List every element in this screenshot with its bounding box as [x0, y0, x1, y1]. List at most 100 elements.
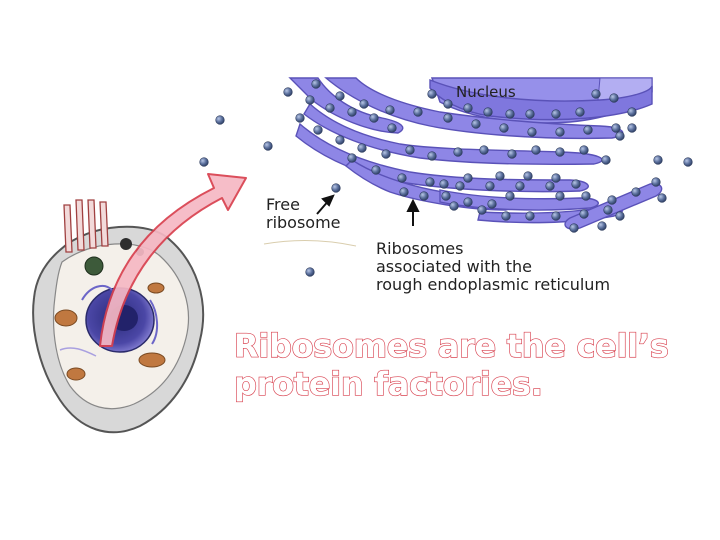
ribosome-dot: [405, 145, 415, 155]
ribosome-dot: [413, 107, 423, 117]
ribosome-dot: [359, 99, 369, 109]
ribosome-dot: [611, 123, 621, 133]
ribosome-dot: [545, 181, 555, 191]
ribosome-dot: [583, 125, 593, 135]
ribosome-dot: [631, 187, 641, 197]
ribosome-dot: [449, 201, 459, 211]
ribosome-dot: [425, 177, 435, 187]
ribosome-dot: [657, 193, 667, 203]
ribosome-dot: [335, 135, 345, 145]
ribosome-dot: [495, 171, 505, 181]
ribosome-dot: [555, 127, 565, 137]
er-ribosomes-label-line1: Ribosomes: [376, 239, 464, 258]
ribosome-dot: [199, 157, 209, 167]
ribosome-dot: [627, 123, 637, 133]
ribosome-dot: [627, 107, 637, 117]
ribosome-dot: [477, 205, 487, 215]
ribosome-dot: [551, 173, 561, 183]
ribosome-dot: [295, 113, 305, 123]
er-ribosomes-label: Ribosomes associated with the rough endo…: [376, 240, 610, 294]
ribosome-dot: [575, 107, 585, 117]
ribosome-dot: [555, 191, 565, 201]
ribosome-dot: [443, 113, 453, 123]
ribosome-dot: [215, 115, 225, 125]
ribosome-dot: [463, 103, 473, 113]
ribosome-dot: [357, 143, 367, 153]
ribosome-dot: [455, 181, 465, 191]
ribosome-dot: [311, 79, 321, 89]
ribosome-dot: [419, 191, 429, 201]
ribosome-dot: [551, 211, 561, 221]
ribosome-dot: [335, 91, 345, 101]
ribosome-dot: [369, 113, 379, 123]
ribosome-dot: [387, 123, 397, 133]
ribosome-dot: [653, 155, 663, 165]
ribosome-dot: [523, 171, 533, 181]
ribosome-dot: [443, 99, 453, 109]
ribosome-dot: [453, 147, 463, 157]
ribosome-dot: [581, 191, 591, 201]
ribosome-dot: [471, 119, 481, 129]
ribosome-dot: [615, 131, 625, 141]
ribosome-dot: [305, 267, 315, 277]
ribosome-dot: [325, 103, 335, 113]
ribosome-dot: [579, 145, 589, 155]
ribosome-dot: [463, 173, 473, 183]
ribosome-dot: [683, 157, 693, 167]
ribosome-dot: [651, 177, 661, 187]
ribosome-dot: [305, 95, 315, 105]
ribosome-dot: [347, 107, 357, 117]
ribosome-dot: [607, 195, 617, 205]
ribosome-dot: [525, 211, 535, 221]
ribosome-dot: [385, 105, 395, 115]
ribosome-dot: [439, 179, 449, 189]
ribosome-dot: [601, 155, 611, 165]
ribosome-dot: [463, 197, 473, 207]
caption-line2: protein factories.: [233, 364, 543, 403]
ribosome-dot: [501, 211, 511, 221]
ribosome-dot: [331, 183, 341, 193]
zoom-arrow: [99, 173, 247, 347]
er-ribosomes-label-line3: rough endoplasmic reticulum: [376, 274, 611, 294]
ribosome-dot: [313, 125, 323, 135]
ribosome-dot: [485, 181, 495, 191]
ribosome-dot: [427, 89, 437, 99]
ribosome-dot: [597, 221, 607, 231]
ribosome-dot: [609, 93, 619, 103]
free-ribosome-label-line1: Free: [266, 195, 300, 214]
ribosome-dot: [347, 153, 357, 163]
ribosome-dot: [381, 149, 391, 159]
free-ribosome-label-line2: ribosome: [266, 212, 341, 232]
ribosome-dot: [479, 145, 489, 155]
ribosome-dot: [263, 141, 273, 151]
pointer-arrows: [316, 194, 420, 226]
ribosome-dot: [427, 151, 437, 161]
ribosome-dot: [441, 191, 451, 201]
ribosome-dot: [283, 87, 293, 97]
ribosome-dot: [483, 107, 493, 117]
ribosome-dot: [615, 211, 625, 221]
ribosome-dot: [527, 127, 537, 137]
nucleus-label: Nucleus: [456, 83, 516, 101]
ribosome-dots: [199, 79, 693, 277]
ribosome-dot: [487, 199, 497, 209]
caption-heading: Ribosomes are the cell’s protein factori…: [233, 327, 669, 404]
ribosome-dot: [571, 179, 581, 189]
ribosome-dot: [371, 165, 381, 175]
ribosome-dot: [569, 223, 579, 233]
ribosome-dot: [525, 109, 535, 119]
ribosome-dot: [555, 147, 565, 157]
ribosome-dot: [603, 205, 613, 215]
ribosome-dot: [399, 187, 409, 197]
cell-illustration: [32, 199, 205, 434]
free-ribosome-label: Free ribosome: [266, 196, 341, 232]
caption-line1: Ribosomes are the cell’s: [233, 327, 669, 366]
ribosome-dot: [505, 109, 515, 119]
ribosome-dot: [397, 173, 407, 183]
ribosome-dot: [507, 149, 517, 159]
ribosome-dot: [579, 209, 589, 219]
ribosome-dot: [531, 145, 541, 155]
ribosome-dot: [499, 123, 509, 133]
er-ribosomes-label-line2: associated with the: [376, 256, 532, 276]
